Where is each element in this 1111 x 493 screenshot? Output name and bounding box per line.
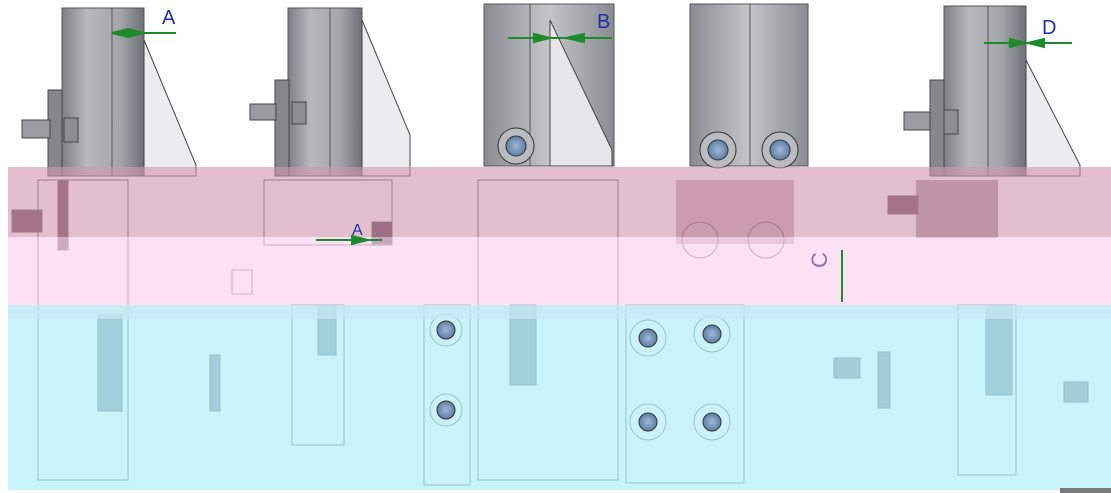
panel-4	[689, 3, 809, 169]
dimension-arrow-icon	[111, 27, 176, 39]
corner-stripe	[1060, 488, 1111, 493]
overlay-band-pink	[8, 167, 1111, 237]
label-d-top: D	[1042, 17, 1057, 39]
panel-3	[483, 3, 615, 167]
panel-5	[903, 5, 1081, 177]
label-a-top: A	[162, 7, 176, 29]
dimension-arrow-icon	[984, 37, 1072, 49]
overlay-band-cyan	[8, 305, 1111, 490]
label-a-overlay: A	[352, 222, 363, 239]
panel-2	[249, 7, 411, 177]
label-b-top: B	[597, 11, 611, 33]
bolt-circle-icon	[436, 320, 722, 432]
dimension-arrow-icon	[316, 234, 382, 246]
label-c-overlay: C	[806, 252, 832, 268]
dimension-arrow-icon	[508, 32, 612, 44]
